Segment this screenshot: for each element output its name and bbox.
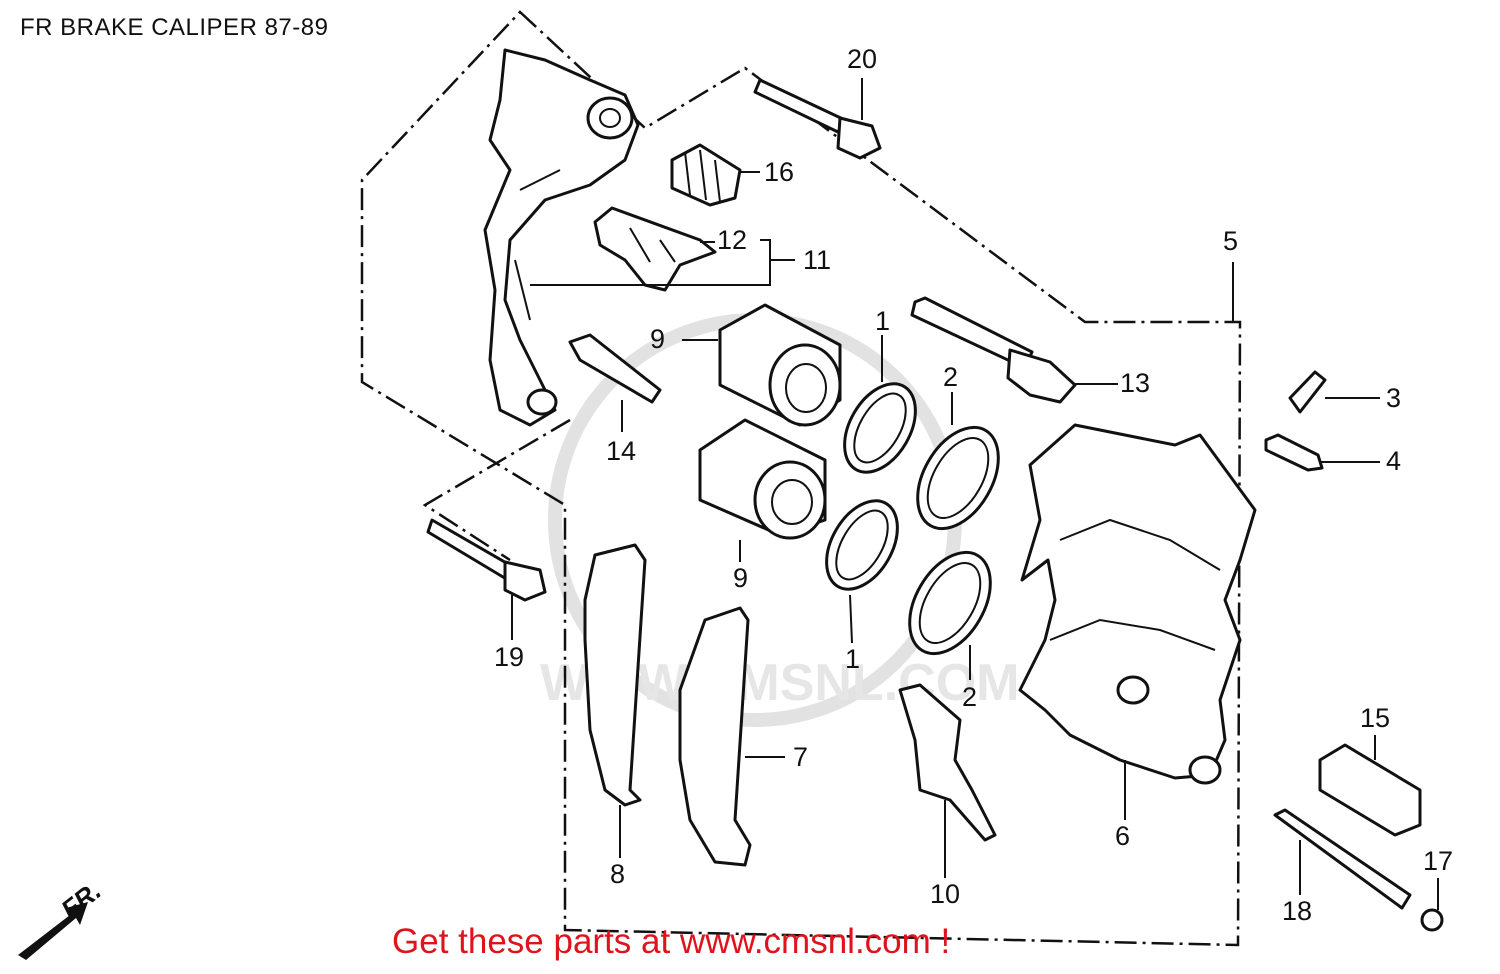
part-17-clip [1420,908,1444,932]
callout-1b: 1 [845,644,860,674]
callout-16: 16 [764,157,794,187]
part-15-pin [1318,743,1422,837]
callout-20: 20 [847,44,877,74]
part-2-dust-seal-lower-inner [918,562,982,644]
part-14-pin [568,333,662,404]
part-7-brake-pad [678,606,752,867]
part-1-seal-lower-inner [835,509,889,581]
callout-2a: 2 [943,362,958,392]
part-10-pad-spring [898,683,997,842]
callout-3: 3 [1386,383,1401,413]
leader-lines [511,78,1439,910]
front-direction-arrow: FR. [18,875,107,960]
part-9-piston-lower [698,418,827,540]
part-16-bleeder [670,143,742,207]
assembly-outline-mount [422,418,571,562]
callout-5: 5 [1223,226,1238,256]
fr-label: FR. [55,875,106,924]
callout-6: 6 [1115,821,1130,851]
part-2-dust-seal-upper [916,425,1000,531]
callout-9b: 9 [733,563,748,593]
callout-13: 13 [1120,368,1150,398]
part-4-bleeder-cap [1264,433,1324,472]
callout-7: 7 [793,742,808,772]
callout-8: 8 [610,859,625,889]
callout-numbers: 20 16 12 11 5 9 1 2 13 3 4 14 9 1 2 19 7… [494,44,1453,926]
part-1-seal-upper-inner [853,392,907,464]
part-9-piston-upper [718,303,842,427]
part-20-bolt [753,78,882,160]
footer-link-text: Get these parts at www.cmsnl.com ! [392,922,951,961]
part-6-caliper-body [1018,423,1257,785]
part-3-bleeder-screw [1288,370,1327,414]
callout-9a: 9 [650,324,665,354]
assembly-outline-bracket [360,10,1242,947]
callout-15: 15 [1360,703,1390,733]
callout-12: 12 [717,225,747,255]
callout-11: 11 [803,245,831,275]
part-12-clip [593,206,717,292]
part-2-dust-seal-upper-inner [926,437,990,519]
caliper-bracket [483,48,640,427]
part-1-seal-upper [843,382,917,474]
part-19-bolt [426,518,547,602]
callout-2b: 2 [962,682,977,712]
part-8-brake-pad [583,543,647,807]
callout-14: 14 [606,436,636,466]
diagram-title: FR BRAKE CALIPER 87-89 [20,14,329,41]
part-18-pin [1273,808,1412,910]
callout-1a: 1 [875,306,890,336]
callout-10: 10 [930,879,960,909]
callout-18: 18 [1282,896,1312,926]
callout-19: 19 [494,642,524,672]
part-2-dust-seal-lower [908,550,992,656]
callout-17: 17 [1423,846,1453,876]
callout-4: 4 [1386,446,1401,476]
part-1-seal-lower [825,499,899,591]
part-13-pin-bolt [910,296,1077,404]
